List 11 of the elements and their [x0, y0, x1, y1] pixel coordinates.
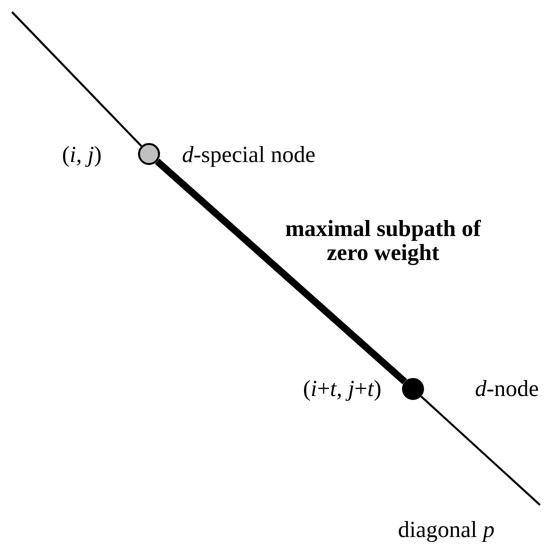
edge-label: maximal subpath of zero weight: [284, 217, 482, 265]
node-circle: [138, 143, 160, 165]
line-label: diagonal p: [398, 517, 494, 543]
node-caption: d-special node: [182, 142, 316, 168]
node-caption: d-node: [475, 376, 539, 402]
diagonal-line: [420, 396, 541, 506]
coordinate-label: (i+t, j+t): [303, 376, 382, 402]
coordinate-label: (i, j): [62, 142, 102, 168]
node-circle: [402, 378, 424, 400]
thick-path-line: [154, 158, 408, 384]
diagonal-line: [11, 11, 142, 147]
